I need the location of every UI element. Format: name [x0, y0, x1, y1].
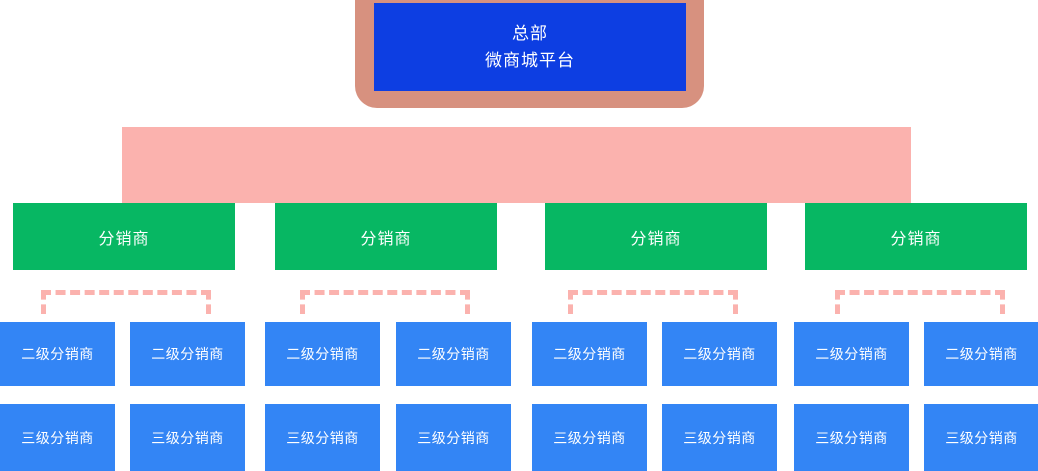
level1-node-4[interactable]: 分销商 — [805, 203, 1027, 270]
level3-node-6[interactable]: 三级分销商 — [662, 404, 777, 471]
level2-node-label: 二级分销商 — [815, 346, 888, 362]
level2-node-3[interactable]: 二级分销商 — [265, 322, 380, 386]
level3-node-4[interactable]: 三级分销商 — [396, 404, 511, 471]
level3-node-7[interactable]: 三级分销商 — [794, 404, 909, 471]
level3-node-label: 三级分销商 — [21, 429, 94, 446]
level3-node-label: 三级分销商 — [151, 429, 224, 446]
level3-node-5[interactable]: 三级分销商 — [532, 404, 647, 471]
connector-bracket-1 — [41, 290, 211, 314]
level3-node-1[interactable]: 三级分销商 — [0, 404, 115, 471]
level3-node-label: 三级分销商 — [683, 429, 756, 446]
distribution-connector-bar — [122, 127, 911, 203]
level2-node-5[interactable]: 二级分销商 — [532, 322, 647, 386]
level2-row: 二级分销商 二级分销商 二级分销商 二级分销商 二级分销商 二级分销商 二级分销… — [0, 322, 1038, 386]
level2-node-6[interactable]: 二级分销商 — [662, 322, 777, 386]
level3-row: 三级分销商 三级分销商 三级分销商 三级分销商 三级分销商 三级分销商 三级分销… — [0, 404, 1038, 471]
level1-node-1[interactable]: 分销商 — [13, 203, 235, 270]
level3-node-8[interactable]: 三级分销商 — [924, 404, 1038, 471]
level2-node-4[interactable]: 二级分销商 — [396, 322, 511, 386]
level1-node-label: 分销商 — [890, 230, 942, 248]
headquarters-node[interactable]: 总部 微商城平台 — [374, 3, 686, 91]
level2-node-1[interactable]: 二级分销商 — [0, 322, 115, 386]
level1-node-2[interactable]: 分销商 — [275, 203, 497, 270]
level1-node-label: 分销商 — [98, 230, 150, 248]
connector-bracket-2 — [300, 290, 470, 314]
connector-bracket-3 — [568, 290, 738, 314]
level3-node-label: 三级分销商 — [815, 429, 888, 446]
level3-node-2[interactable]: 三级分销商 — [130, 404, 245, 471]
level3-node-label: 三级分销商 — [417, 429, 490, 446]
connector-bracket-4 — [835, 290, 1005, 314]
level2-node-label: 二级分销商 — [553, 346, 626, 362]
level2-node-label: 二级分销商 — [683, 346, 756, 362]
level1-row: 分销商 分销商 分销商 分销商 — [0, 203, 1038, 270]
level1-node-3[interactable]: 分销商 — [545, 203, 767, 270]
headquarters-title-line2: 微商城平台 — [485, 51, 575, 70]
level1-node-label: 分销商 — [360, 230, 412, 248]
level3-node-label: 三级分销商 — [553, 429, 626, 446]
level2-node-label: 二级分销商 — [417, 346, 490, 362]
level2-node-7[interactable]: 二级分销商 — [794, 322, 909, 386]
level3-node-label: 三级分销商 — [286, 429, 359, 446]
level1-node-label: 分销商 — [630, 230, 682, 248]
level2-node-label: 二级分销商 — [21, 346, 94, 362]
level3-node-3[interactable]: 三级分销商 — [265, 404, 380, 471]
level2-node-label: 二级分销商 — [286, 346, 359, 362]
headquarters-title-line1: 总部 — [512, 24, 548, 43]
level2-node-label: 二级分销商 — [151, 346, 224, 362]
level2-node-8[interactable]: 二级分销商 — [924, 322, 1038, 386]
level3-node-label: 三级分销商 — [945, 429, 1018, 446]
level2-node-label: 二级分销商 — [945, 346, 1018, 362]
level2-node-2[interactable]: 二级分销商 — [130, 322, 245, 386]
